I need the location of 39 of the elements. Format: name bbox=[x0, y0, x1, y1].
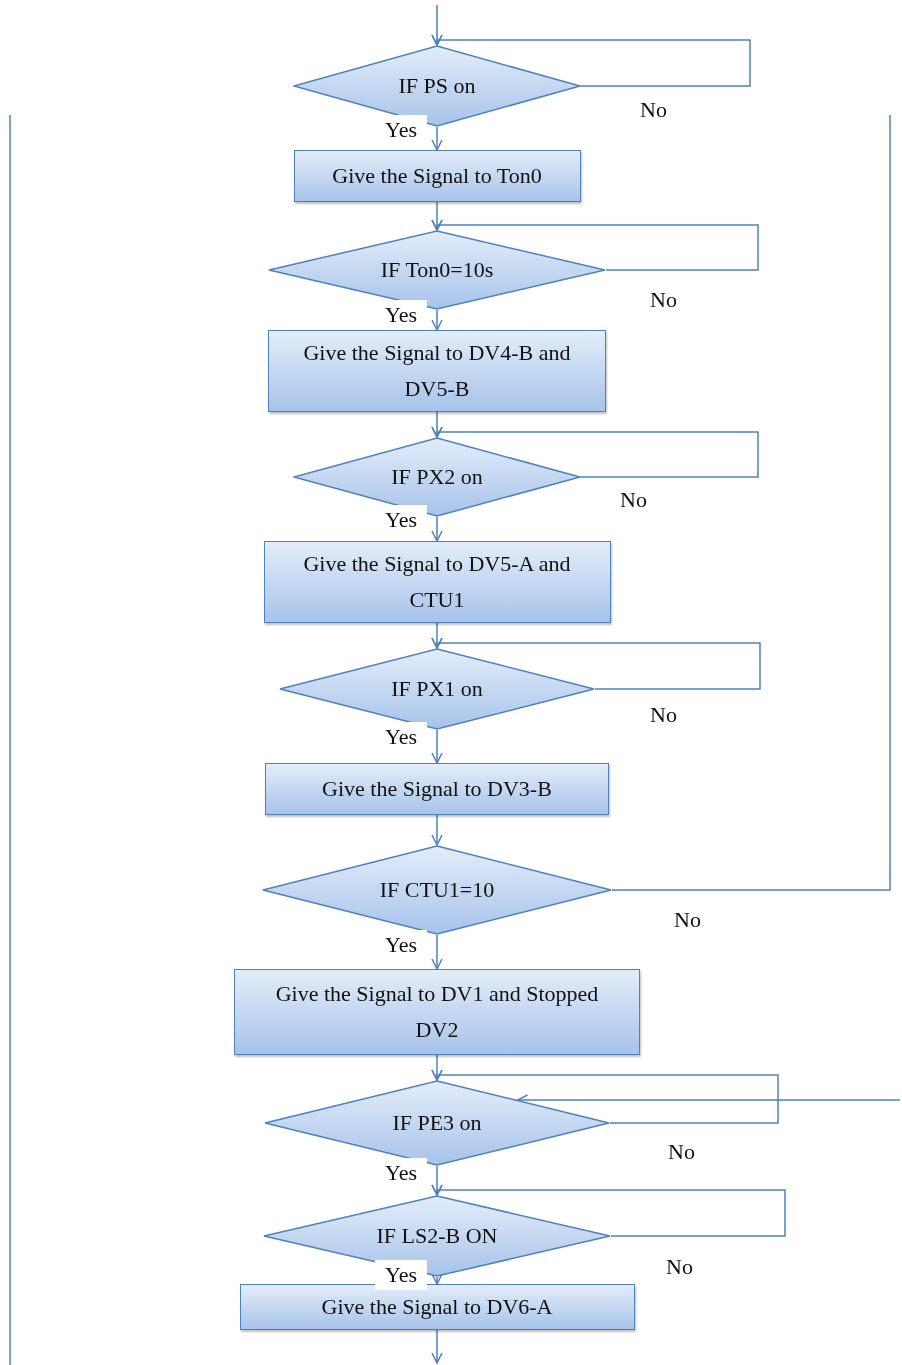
process-box bbox=[234, 969, 640, 1055]
decision-text: IF Ton0=10s bbox=[380, 256, 494, 284]
arrow bbox=[431, 814, 443, 846]
arrow bbox=[431, 1329, 443, 1364]
process-text: Give the Signal to DV3-B bbox=[322, 775, 552, 803]
arrow bbox=[431, 309, 443, 331]
decision-diamond bbox=[268, 230, 606, 310]
decision-text: IF LS2-B ON bbox=[376, 1222, 498, 1250]
decision-diamond bbox=[279, 648, 595, 730]
process-text: Give the Signal to DV1 and Stopped DV2 bbox=[274, 980, 600, 1044]
arrow bbox=[431, 426, 759, 478]
process-box bbox=[268, 330, 606, 412]
arrow bbox=[431, 34, 751, 87]
connector-line bbox=[611, 114, 891, 891]
process-text: Give the Signal to DV4-B and DV5-B bbox=[302, 339, 572, 403]
edge-label: Yes bbox=[375, 1260, 427, 1290]
process-text: Give the Signal to DV5-A and CTU1 bbox=[302, 550, 572, 614]
arrow bbox=[431, 126, 443, 151]
decision-text: IF PE3 on bbox=[392, 1109, 482, 1137]
arrow bbox=[431, 729, 443, 764]
arrow bbox=[431, 637, 761, 690]
process-box bbox=[293, 150, 581, 202]
process-text: Give the Signal to DV6-A bbox=[321, 1293, 553, 1321]
decision-text: IF PS on bbox=[398, 72, 476, 100]
arrow bbox=[431, 516, 443, 542]
decision-text: IF PX1 on bbox=[391, 675, 483, 703]
process-box bbox=[265, 763, 609, 815]
arrow bbox=[431, 934, 443, 970]
process-box bbox=[239, 1284, 635, 1330]
arrow bbox=[431, 1069, 779, 1124]
decision-text: IF CTU1=10 bbox=[379, 876, 495, 904]
arrow bbox=[431, 1184, 786, 1237]
process-text: Give the Signal to Ton0 bbox=[332, 162, 542, 190]
arrow bbox=[431, 1273, 443, 1285]
decision-diamond bbox=[262, 845, 612, 935]
arrow bbox=[431, 219, 759, 271]
process-box bbox=[263, 541, 611, 623]
decision-diamond bbox=[264, 1080, 610, 1166]
decision-text: IF PX2 on bbox=[391, 463, 483, 491]
